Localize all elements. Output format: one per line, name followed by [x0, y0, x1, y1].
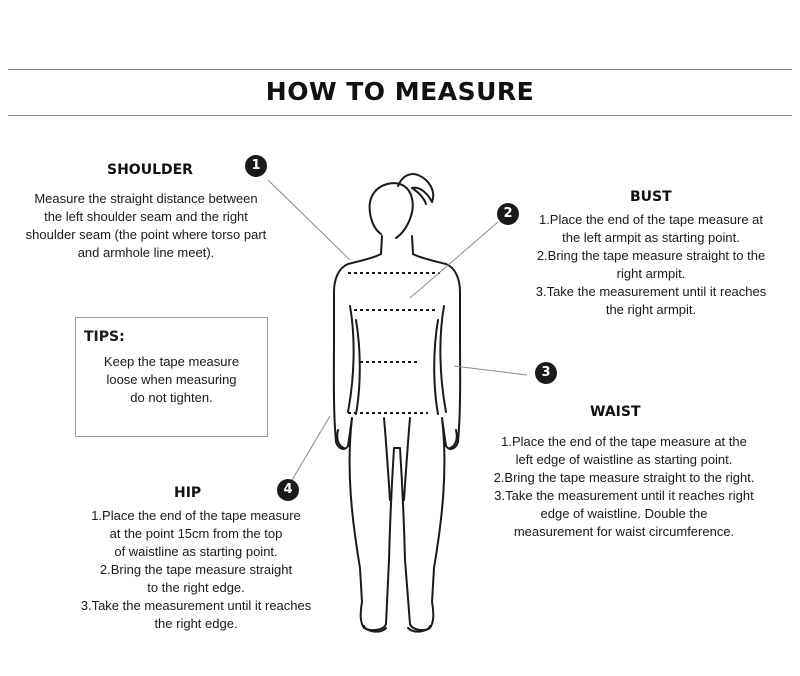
bust-line: right armpit.	[616, 266, 686, 281]
hip-leader-line	[291, 415, 331, 481]
shoulder-line: shoulder seam (the point where torso par…	[25, 227, 267, 242]
tips-text: Keep the tape measure loose when measuri…	[76, 353, 267, 407]
hip-line: the right edge.	[154, 616, 238, 631]
bust-line: 2.Bring the tape measure straight to the	[536, 248, 766, 263]
bust-number-badge: 2	[497, 203, 519, 225]
tips-line: do not tighten.	[130, 390, 213, 405]
bust-heading: BUST	[630, 189, 672, 205]
hip-line: 3.Take the measurement until it reaches	[80, 598, 312, 613]
hip-heading: HIP	[174, 485, 202, 501]
hip-description: 1.Place the end of the tape measure at t…	[60, 507, 332, 633]
shoulder-line: and armhole line meet).	[77, 245, 215, 260]
bottom-divider	[8, 115, 792, 116]
bust-line: the right armpit.	[605, 302, 697, 317]
tips-box: TIPS: Keep the tape measure loose when m…	[75, 317, 268, 437]
waist-heading: WAIST	[590, 404, 641, 420]
tips-title: TIPS:	[84, 329, 125, 345]
waist-line: left edge of waistline as starting point…	[515, 452, 733, 467]
bust-line: 1.Place the end of the tape measure at	[538, 212, 764, 227]
waist-line: 1.Place the end of the tape measure at t…	[501, 434, 747, 449]
waist-line: edge of waistline. Double the	[540, 506, 708, 521]
shoulder-heading: SHOULDER	[107, 162, 193, 178]
tips-line: loose when measuring	[106, 372, 237, 387]
waist-leader-line	[453, 365, 528, 376]
waist-number-badge: 3	[535, 362, 557, 384]
shoulder-number-badge: 1	[245, 155, 267, 177]
top-divider	[8, 69, 792, 70]
shoulder-description: Measure the straight distance between th…	[6, 190, 286, 262]
hip-line: to the right edge.	[147, 580, 245, 595]
waist-line: 3.Take the measurement until it reaches …	[494, 488, 754, 503]
bust-description: 1.Place the end of the tape measure at t…	[520, 211, 782, 319]
shoulder-leader-line	[267, 179, 351, 261]
waist-description: 1.Place the end of the tape measure at t…	[474, 433, 774, 541]
ponytail-outline	[397, 173, 435, 203]
waist-line: 2.Bring the tape measure straight to the…	[493, 470, 755, 485]
bust-line: 3.Take the measurement until it reaches	[535, 284, 767, 299]
waist-line: measurement for waist circumference.	[513, 524, 735, 539]
shoulder-line: the left shoulder seam and the right	[44, 209, 248, 224]
hip-line: 1.Place the end of the tape measure	[91, 508, 301, 523]
hip-number-badge: 4	[277, 479, 299, 501]
bust-leader-line	[409, 221, 499, 299]
tips-line: Keep the tape measure	[103, 354, 240, 369]
hip-line: at the point 15cm from the top	[109, 526, 283, 541]
hip-line: of waistline as starting point.	[114, 544, 278, 559]
shoulder-line: Measure the straight distance between	[34, 191, 258, 206]
head-outline	[368, 182, 414, 239]
body-outline	[332, 235, 462, 632]
hip-line: 2.Bring the tape measure straight	[99, 562, 293, 577]
page-title: HOW TO MEASURE	[265, 77, 535, 106]
bust-line: the left armpit as starting point.	[562, 230, 740, 245]
